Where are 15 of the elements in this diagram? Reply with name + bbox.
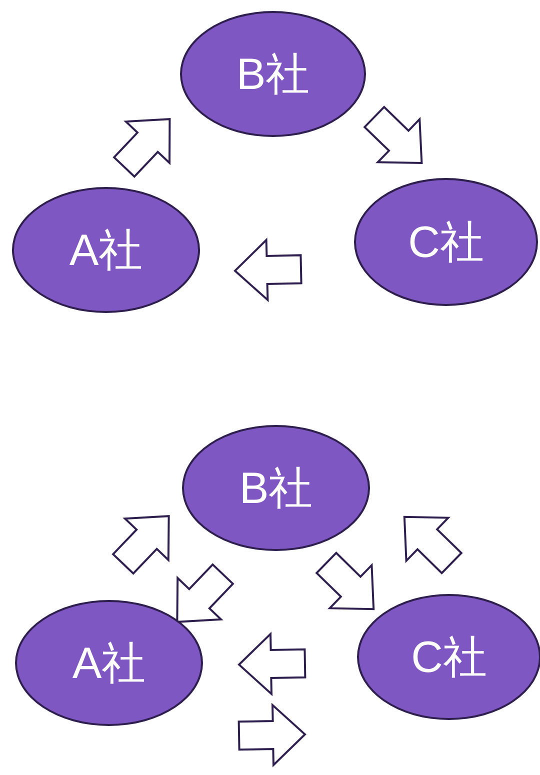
block-arrow bbox=[176, 563, 234, 623]
company-label: B社 bbox=[236, 48, 310, 100]
company-label: C社 bbox=[411, 632, 487, 684]
company-label: B社 bbox=[239, 462, 313, 514]
block-arrow bbox=[403, 516, 463, 575]
block-arrow bbox=[315, 551, 375, 610]
company-label: C社 bbox=[408, 216, 484, 268]
block-arrow bbox=[112, 118, 171, 178]
block-arrow bbox=[112, 515, 170, 575]
block-arrow bbox=[363, 106, 423, 164]
company-label: A社 bbox=[69, 224, 143, 276]
block-arrow bbox=[234, 238, 302, 302]
block-arrow bbox=[238, 632, 306, 696]
block-arrow bbox=[238, 702, 306, 768]
company-label: A社 bbox=[72, 638, 146, 690]
